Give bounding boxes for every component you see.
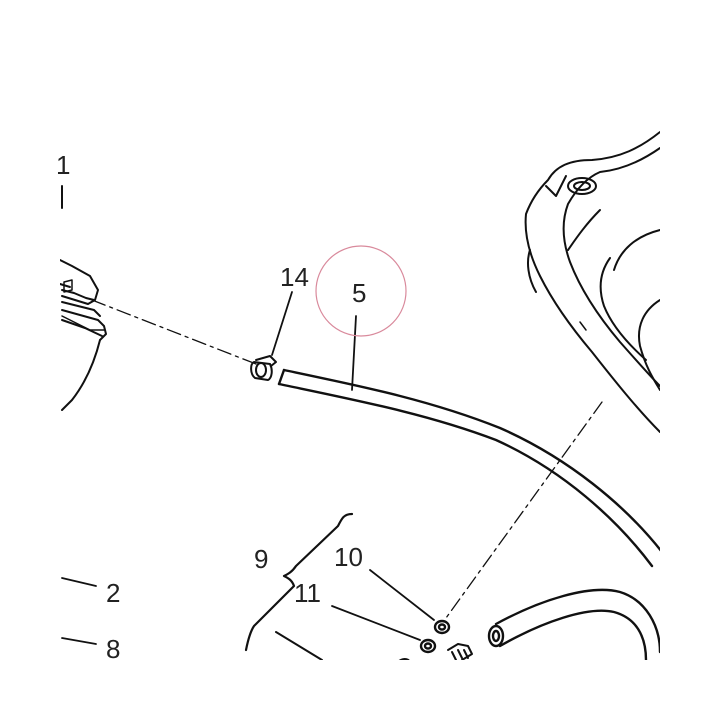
small-clamp-part bbox=[447, 643, 473, 661]
leader-line-10 bbox=[369, 569, 435, 621]
highlight-circle bbox=[315, 245, 407, 337]
leader-line-8 bbox=[61, 637, 97, 645]
fitting-14-part bbox=[250, 355, 277, 381]
part-label-2: 2 bbox=[106, 578, 121, 608]
part-label-14: 14 bbox=[280, 262, 309, 292]
vent-hose-part bbox=[277, 368, 664, 568]
filler-neck-part bbox=[59, 259, 107, 411]
bottom-fragment bbox=[275, 631, 323, 661]
part-label-8: 8 bbox=[106, 634, 121, 664]
group-9-brace bbox=[244, 512, 354, 652]
grommet-10-part bbox=[433, 619, 451, 635]
leader-line-11 bbox=[331, 605, 421, 641]
grommet-11-part bbox=[419, 638, 437, 654]
dashdot-axis-lower bbox=[445, 401, 603, 619]
leader-line-5 bbox=[351, 315, 357, 391]
leader-line-2 bbox=[61, 577, 97, 587]
lower-hose-part bbox=[487, 588, 662, 662]
part-label-10: 10 bbox=[334, 542, 363, 572]
part-label-9: 9 bbox=[254, 544, 269, 574]
part-label-1: 1 bbox=[56, 150, 71, 180]
part-label-5: 5 bbox=[352, 278, 367, 308]
part-label-11: 11 bbox=[294, 578, 321, 608]
leader-line-14 bbox=[271, 291, 293, 356]
dashdot-axis-upper bbox=[91, 299, 257, 365]
tank-body-part bbox=[524, 131, 661, 433]
